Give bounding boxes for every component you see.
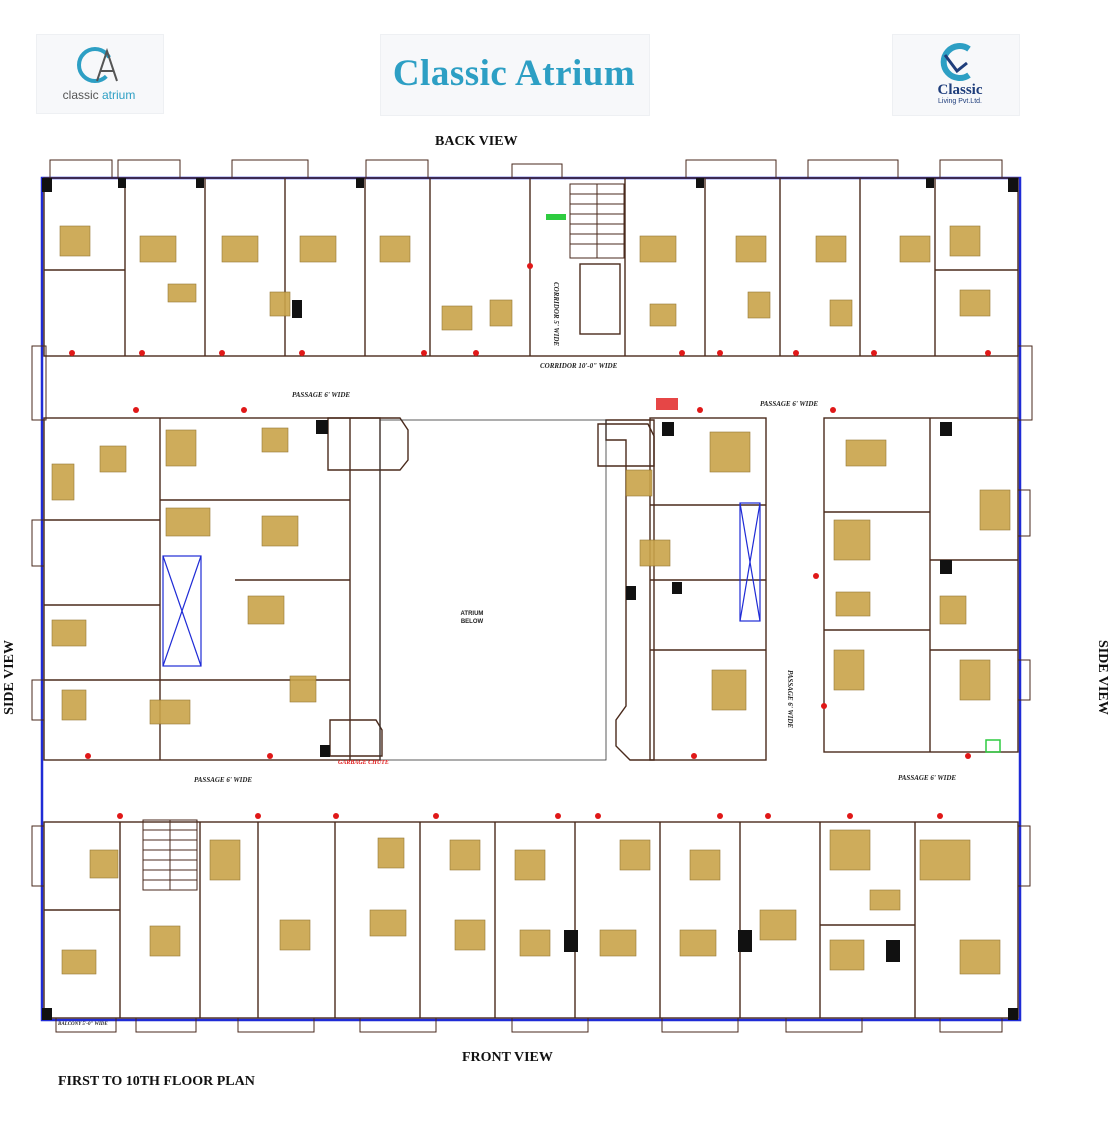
balcony-label: BALCONY 5'-0" WIDE	[58, 1022, 108, 1027]
columns	[42, 178, 1018, 1020]
corridor-main-label: CORRIDOR 10'-0" WIDE	[540, 362, 618, 370]
stair-marker	[546, 214, 566, 220]
floor-plan-title: FIRST TO 10TH FLOOR PLAN	[58, 1074, 255, 1089]
left-mid-wing	[43, 417, 409, 761]
atrium-label: ATRIUM BELOW	[460, 611, 484, 625]
balconies	[31, 159, 1033, 1033]
side-view-right-label: SIDE VIEW	[1095, 640, 1110, 715]
front-view-label: FRONT VIEW	[462, 1050, 553, 1065]
ca-monogram-icon	[77, 47, 118, 83]
back-view-label: BACK VIEW	[435, 134, 518, 149]
right-outer-wing	[823, 417, 1019, 753]
stair-back	[569, 183, 625, 259]
classic-c-icon	[940, 43, 971, 81]
lift-left	[162, 555, 202, 667]
page-title: Classic Atrium	[392, 53, 636, 94]
atrium-void	[379, 419, 607, 761]
classic-atrium-logo	[36, 34, 164, 114]
lift-right	[739, 502, 761, 622]
classic-living-logo	[892, 34, 1020, 116]
brand-subtitle: Living Pvt.Ltd.	[938, 98, 982, 105]
garbage-chute-label: GARBAGE CHUTE	[338, 760, 389, 766]
garbage-chute-marker	[656, 398, 678, 410]
passage-lower-left-label: PASSAGE 6' WIDE	[194, 776, 253, 784]
opening-marker	[985, 739, 1001, 753]
passage-vertical-label: PASSAGE 6' WIDE	[786, 670, 794, 729]
unit-markers	[69, 263, 991, 819]
corridor-side-label: CORRIDOR 5' WIDE	[552, 282, 560, 347]
front-wing	[43, 821, 1019, 1019]
furniture	[51, 225, 1011, 975]
passage-upper-right-label: PASSAGE 6' WIDE	[760, 400, 819, 408]
stair-front	[142, 819, 198, 891]
passage-upper-left-label: PASSAGE 6' WIDE	[292, 391, 351, 399]
passage-lower-right-label: PASSAGE 6' WIDE	[898, 774, 957, 782]
brand-name: Classic	[937, 82, 983, 98]
logo-wordmark: classic atrium	[62, 88, 136, 102]
title-banner	[380, 34, 650, 116]
